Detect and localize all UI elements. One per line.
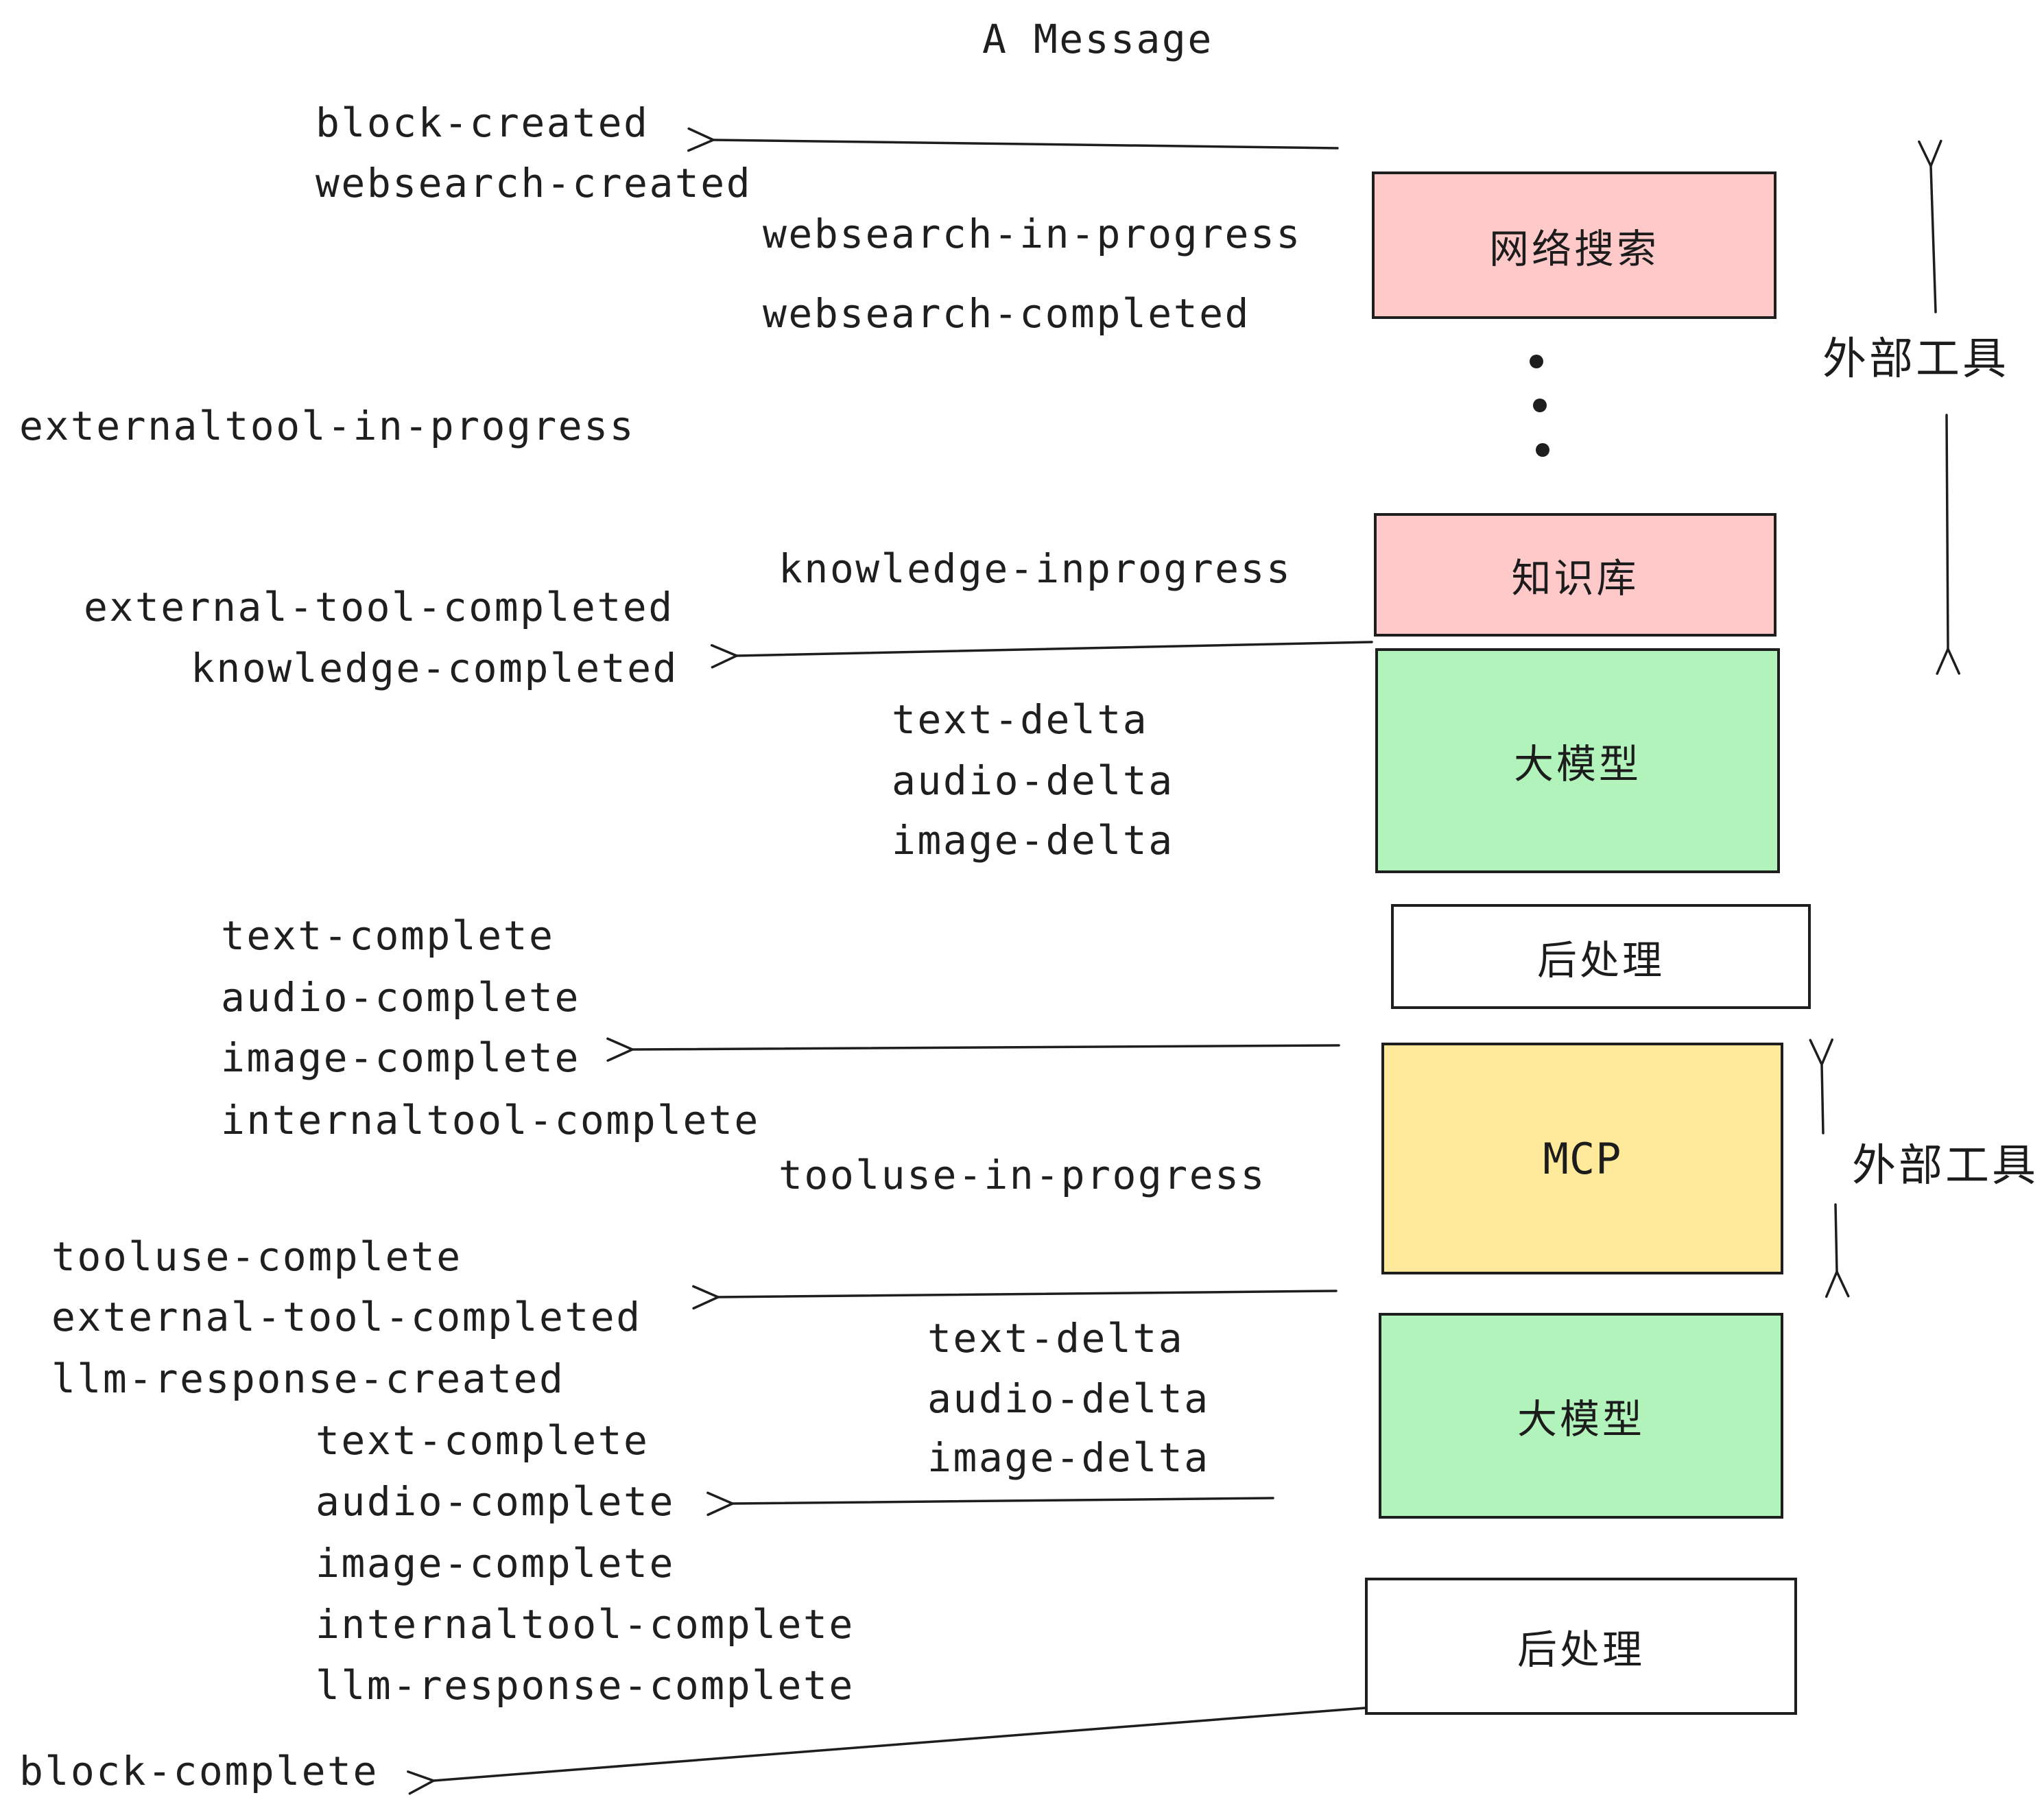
event-internaltool-complete-1: internaltool-complete bbox=[221, 1097, 760, 1143]
event-audio-delta-2: audio-delta bbox=[927, 1375, 1210, 1422]
llm-box-1: 大模型 bbox=[1375, 648, 1780, 873]
arrow-audio-complete bbox=[706, 1491, 1274, 1517]
llm-box-1-label: 大模型 bbox=[1513, 741, 1641, 787]
diagram-title: A Message bbox=[982, 16, 1213, 62]
postprocess-box-1-label: 后处理 bbox=[1536, 936, 1665, 984]
event-image-complete-2: image-complete bbox=[316, 1540, 675, 1587]
event-text-delta-2: text-delta bbox=[927, 1315, 1185, 1362]
event-external-tool-completed-1: external-tool-completed bbox=[84, 584, 674, 630]
event-block-complete: block-complete bbox=[19, 1748, 379, 1794]
event-llm-response-complete: llm-response-complete bbox=[316, 1662, 855, 1709]
event-text-complete-1: text-complete bbox=[221, 912, 555, 959]
arrow-external-tools-down-2 bbox=[1825, 1203, 1850, 1298]
arrow-external-tools-up-1 bbox=[1918, 139, 1942, 313]
llm-box-2-label: 大模型 bbox=[1517, 1396, 1645, 1443]
arrow-block-created bbox=[687, 127, 1339, 152]
mcp-box-label: MCP bbox=[1543, 1133, 1622, 1184]
arrow-external-tools-up-2 bbox=[1809, 1038, 1834, 1135]
event-text-complete-2: text-complete bbox=[316, 1417, 650, 1464]
event-audio-complete-1: audio-complete bbox=[221, 974, 580, 1021]
websearch-box: 网络搜索 bbox=[1372, 171, 1776, 319]
llm-box-2: 大模型 bbox=[1379, 1313, 1783, 1519]
event-image-delta-1: image-delta bbox=[892, 817, 1174, 864]
event-websearch-created: websearch-created bbox=[316, 160, 752, 206]
event-internaltool-complete-2: internaltool-complete bbox=[316, 1601, 855, 1648]
postprocess-box-2-label: 后处理 bbox=[1517, 1626, 1645, 1673]
arrow-tooluse-complete bbox=[692, 1285, 1338, 1310]
event-llm-response-created: llm-response-created bbox=[51, 1355, 565, 1402]
websearch-box-label: 网络搜索 bbox=[1488, 225, 1659, 272]
external-tools-annotation-2: 外部工具 bbox=[1852, 1141, 2039, 1191]
event-tooluse-in-progress: tooluse-in-progress bbox=[779, 1152, 1266, 1198]
event-image-delta-2: image-delta bbox=[927, 1434, 1210, 1481]
arrow-external-tools-down-1 bbox=[1936, 414, 1960, 675]
event-tooluse-complete: tooluse-complete bbox=[51, 1233, 462, 1280]
event-block-created: block-created bbox=[316, 99, 650, 146]
external-tools-annotation-1: 外部工具 bbox=[1822, 334, 2009, 385]
event-text-delta-1: text-delta bbox=[892, 696, 1149, 743]
event-audio-complete-2: audio-complete bbox=[316, 1478, 675, 1525]
event-audio-delta-1: audio-delta bbox=[892, 757, 1174, 804]
postprocess-box-2: 后处理 bbox=[1365, 1578, 1797, 1715]
knowledge-box: 知识库 bbox=[1374, 513, 1776, 637]
event-knowledge-inprogress: knowledge-inprogress bbox=[779, 545, 1292, 592]
ellipsis-dots bbox=[1530, 355, 1549, 457]
arrow-knowledge-completed bbox=[710, 641, 1373, 669]
event-websearch-completed: websearch-completed bbox=[763, 290, 1250, 337]
postprocess-box-1: 后处理 bbox=[1391, 904, 1811, 1009]
arrow-block-complete bbox=[407, 1707, 1366, 1795]
event-websearch-in-progress: websearch-in-progress bbox=[763, 211, 1302, 257]
mcp-box: MCP bbox=[1381, 1043, 1783, 1274]
knowledge-box-label: 知识库 bbox=[1511, 555, 1639, 602]
event-knowledge-completed: knowledge-completed bbox=[191, 645, 678, 691]
event-image-complete-1: image-complete bbox=[221, 1034, 580, 1081]
event-externaltool-in-progress: externaltool-in-progress bbox=[19, 403, 636, 449]
event-external-tool-completed-2: external-tool-completed bbox=[51, 1294, 642, 1340]
arrow-image-complete bbox=[606, 1037, 1340, 1062]
